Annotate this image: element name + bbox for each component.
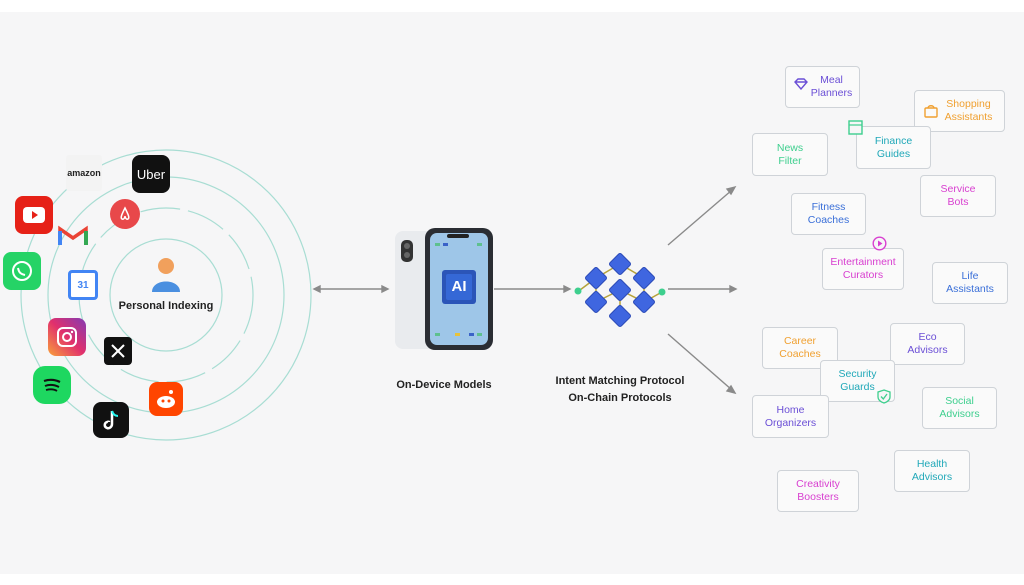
- agent-label: Security Guards: [838, 368, 877, 393]
- agent-label: Social Advisors: [939, 395, 980, 420]
- spotify-icon: [33, 366, 71, 404]
- agent-label: Career Coaches: [779, 335, 821, 360]
- shield-check-icon: [877, 389, 891, 404]
- agent-card-creativity-boosters: Creativity Boosters: [777, 470, 859, 512]
- agent-label: Meal Planners: [810, 74, 853, 99]
- agent-label: Shopping Assistants: [944, 98, 993, 123]
- blockchain-cubes: [574, 253, 666, 327]
- shopping-bag-icon: [924, 104, 938, 118]
- youtube-icon: [15, 196, 53, 234]
- uber-icon: Uber: [132, 155, 170, 193]
- diamond-icon: [794, 78, 808, 90]
- tiktok-icon: [93, 402, 129, 438]
- reddit-icon: [149, 382, 183, 416]
- diagram-canvas: Personal Indexing amazon Uber 31: [0, 12, 1024, 574]
- uber-wordmark: Uber: [136, 166, 166, 182]
- amazon-icon: amazon: [66, 155, 102, 191]
- personal-indexing-label: Personal Indexing: [118, 300, 214, 312]
- google-calendar-icon: 31: [68, 270, 98, 300]
- agent-card-eco-advisors: Eco Advisors: [890, 323, 965, 365]
- play-icon: [872, 236, 887, 251]
- agent-card-shopping-assistants: Shopping Assistants: [914, 90, 1005, 132]
- agent-card-fitness-coaches: Fitness Coaches: [791, 193, 866, 235]
- agent-card-career-coaches: Career Coaches: [762, 327, 838, 369]
- agent-card-news-filter: News Filter: [752, 133, 828, 176]
- person-icon: [152, 258, 180, 292]
- x-icon: [104, 337, 132, 365]
- agent-card-social-advisors: Social Advisors: [922, 387, 997, 429]
- ai-chip-label: AI: [451, 278, 467, 295]
- chart-icon: [848, 120, 863, 135]
- agent-card-service-bots: Service Bots: [920, 175, 996, 217]
- agent-label: News Filter: [776, 141, 804, 167]
- agent-card-finance-guides: Finance Guides: [856, 126, 931, 169]
- on-device-models-label: On-Device Models: [396, 379, 492, 391]
- agent-card-meal-planners: Meal Planners: [785, 66, 860, 108]
- phone-illustration: [395, 228, 493, 350]
- agent-card-health-advisors: Health Advisors: [894, 450, 970, 492]
- whatsapp-icon: [3, 252, 41, 290]
- agent-card-entertainment-curators: Entertainment Curators: [822, 248, 904, 290]
- gmail-icon: [56, 222, 90, 250]
- agent-label: Fitness Coaches: [807, 201, 850, 226]
- agent-label: Finance Guides: [874, 134, 913, 160]
- agent-label: Entertainment Curators: [830, 256, 896, 281]
- agent-label: Home Organizers: [764, 403, 817, 429]
- agent-label: Service Bots: [940, 183, 976, 208]
- agent-label: Life Assistants: [946, 270, 994, 295]
- agent-card-home-organizers: Home Organizers: [752, 395, 829, 438]
- on-chain-label: On-Chain Protocols: [568, 392, 672, 404]
- agent-label: Health Advisors: [911, 458, 953, 483]
- agent-label: Eco Advisors: [907, 331, 948, 356]
- agent-card-life-assistants: Life Assistants: [932, 262, 1008, 304]
- amazon-wordmark: amazon: [67, 168, 101, 178]
- intent-matching-label: Intent Matching Protocol: [555, 375, 685, 387]
- instagram-icon: [48, 318, 86, 356]
- airbnb-icon: [110, 199, 140, 229]
- calendar-day: 31: [77, 279, 89, 291]
- agent-label: Creativity Boosters: [796, 478, 840, 503]
